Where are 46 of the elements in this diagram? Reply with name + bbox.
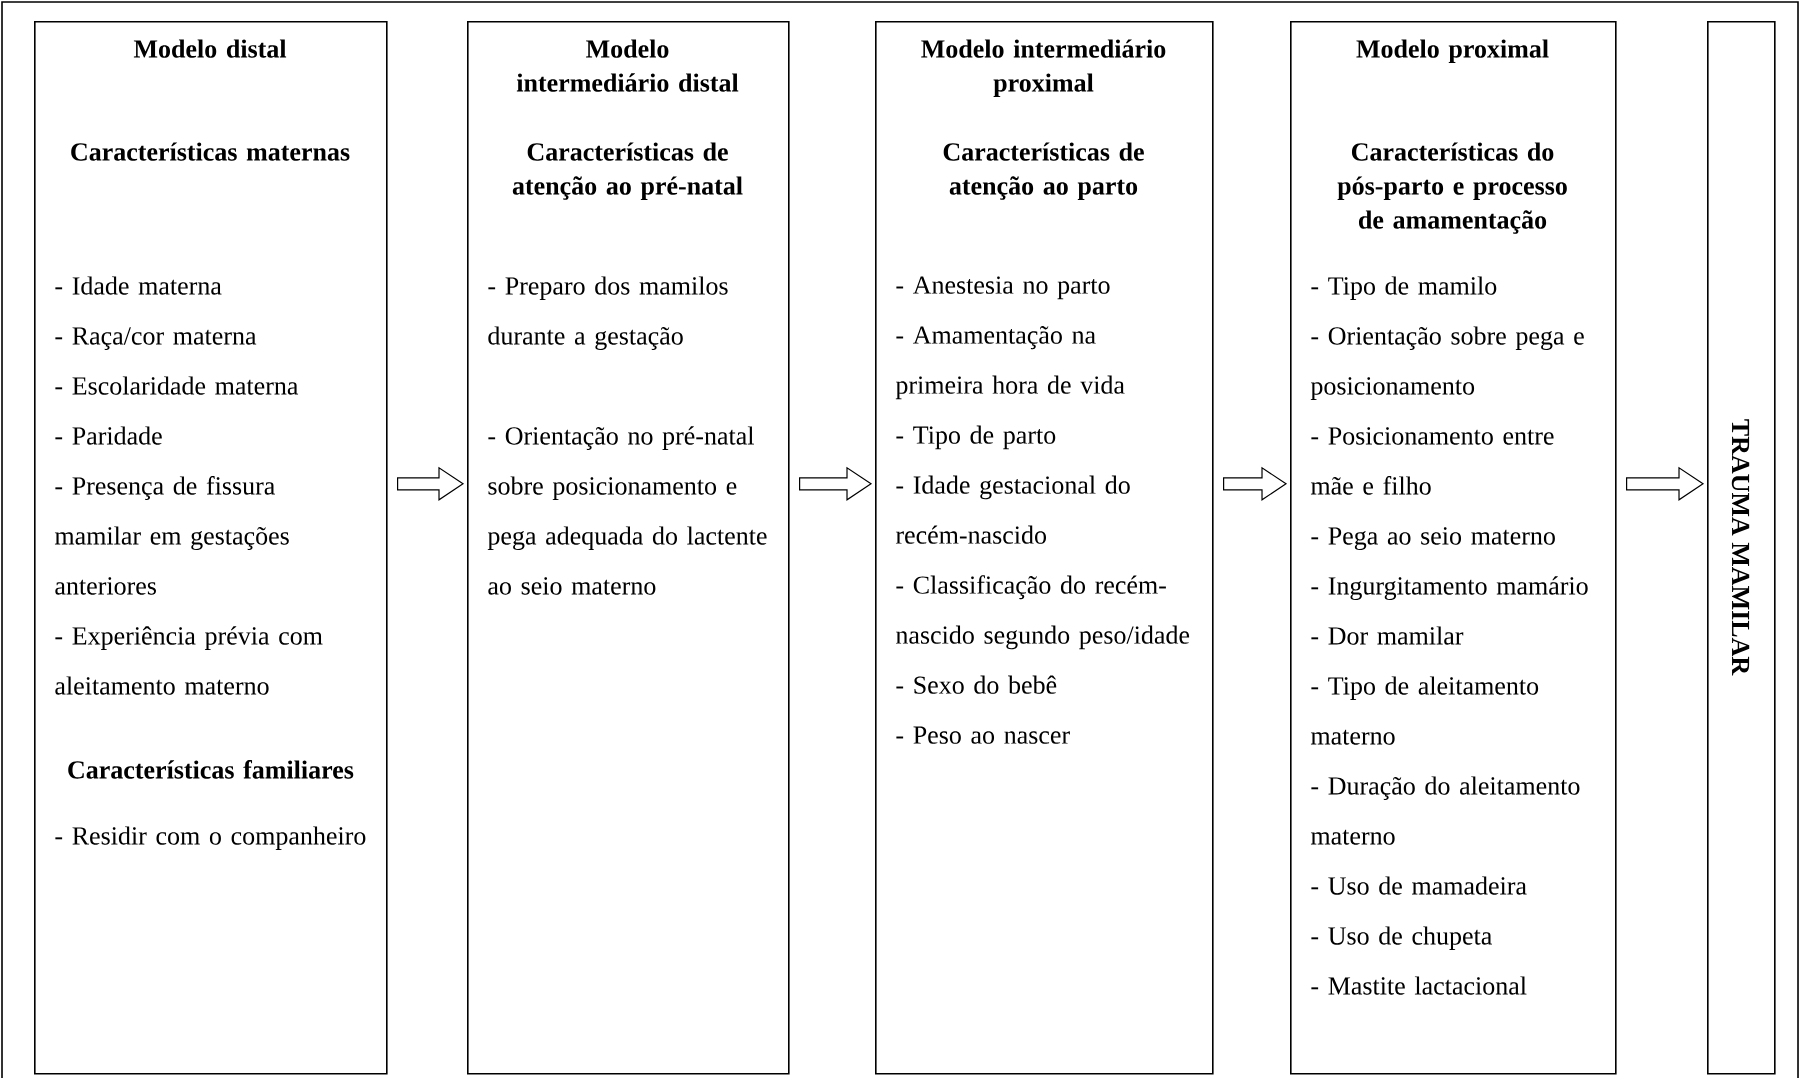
list-item: - Orientação sobre pega e posicionamento [1310,326,1584,400]
list-item: - Tipo de mamilo [1311,276,1497,300]
list-item: - Posicionamento entre mãe e filho [1310,427,1554,495]
list-item: - Paridade [55,426,162,445]
column-box [875,21,1214,1075]
section-heading: Características de atenção ao parto [943,142,1144,200]
list-item: - Residir com o companheiro [55,826,366,850]
list-item: - Presença de fissura mamilar em gestações anteriores [54,476,289,595]
column-heading: Modelo proximal [1356,39,1549,63]
list-item: - Amamentação na primeira hora de vida [895,326,1125,400]
list-item: - Classificação do recém-nascido segundo peso/idade [896,575,1190,650]
arrow [799,466,873,501]
column-box [467,21,790,1075]
list-item: - Uso de mamadeira [1311,876,1527,895]
list-item: - Tipo de parto [896,425,1056,450]
list-item: - Raça/cor materna [55,327,257,350]
list-item: - Tipo de aleitamento materno [1310,676,1539,745]
list-item: - Experiência prévia com aleitamento materno [55,626,323,695]
column-box [34,21,388,1075]
arrow [397,466,465,501]
list-item: - Dor mamilar [1311,626,1464,645]
column-heading: Modelo intermediário proximal [921,39,1166,97]
list-item: - Orientação no pré-natal sobre posicionamento e pega adequada do lactente ao seio materno [487,426,767,595]
list-item: - Peso ao nascer [896,726,1070,744]
list-item: - Sexo do bebê [896,675,1057,694]
column-box [1707,21,1776,1075]
list-item: - Preparo dos mamilos durante a gestação [488,276,728,351]
list-item: - Anestesia no parto [896,276,1110,300]
section-heading: Características familiares [68,760,354,779]
section-heading: Características do pós-parto e processo de amamentação [1337,142,1567,234]
arrow [1223,466,1288,501]
list-item: - Ingurgitamento mamário [1311,576,1588,601]
column-heading: Modelo intermediário distal [516,39,739,92]
section-heading: Características de atenção ao pré-natal [512,142,743,200]
outcome-label: TRAUMA MAMILAR [1731,419,1750,676]
list-item: - Pega ao seio materno [1311,527,1555,551]
list-item: - Escolaridade materna [55,376,299,395]
list-item: - Idade materna [55,276,222,295]
column-heading: Modelo distal [133,39,287,58]
arrow [1626,466,1705,501]
list-item: - Uso de chupeta [1311,926,1492,950]
list-item: - Mastite lactacional [1311,976,1527,995]
list-item: - Idade gestacional do recém-nascido [895,475,1130,544]
column-box [1290,21,1617,1075]
list-item: - Duração do aleitamento materno [1310,776,1580,845]
section-heading: Características maternas [71,142,350,161]
